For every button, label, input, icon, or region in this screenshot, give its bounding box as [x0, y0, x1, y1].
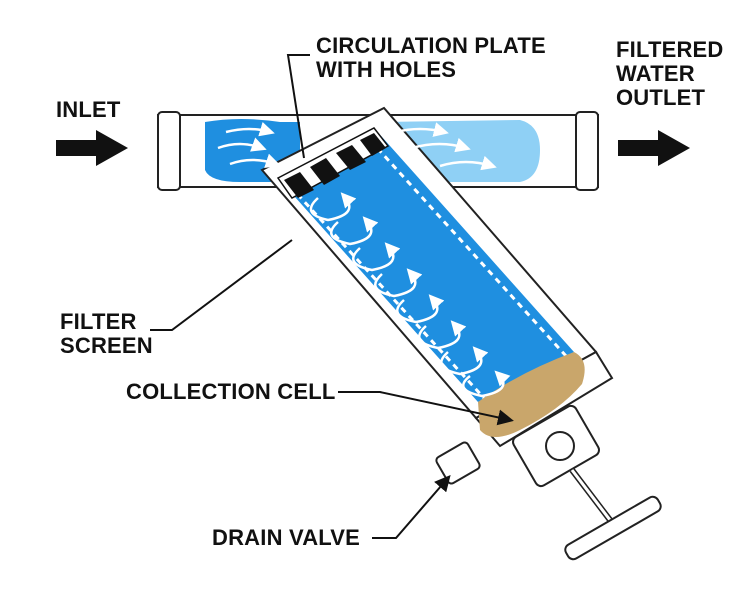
swirl-arrow-icon: [309, 192, 511, 398]
leader-circulation-plate: [286, 54, 310, 159]
inlet-arrow-icon: [56, 130, 128, 166]
inlet-label: INLET: [56, 97, 121, 122]
leader-filter-screen: [150, 239, 293, 331]
circulation-plate: [276, 127, 390, 199]
outlet-arrow-icon: [618, 130, 690, 166]
filter-screen-left: [288, 184, 486, 400]
outlet-label-line1: FILTERED: [616, 37, 724, 62]
circulation-plate-label-line1: CIRCULATION PLATE: [316, 33, 546, 58]
outlet-label-line3: OUTLET: [616, 85, 706, 110]
outlet-label-line2: WATER: [616, 61, 695, 86]
collection-cell-label: COLLECTION CELL: [126, 379, 336, 404]
filter-screen-label: FILTER SCREEN: [60, 310, 153, 358]
drain-valve-label: DRAIN VALVE: [212, 525, 361, 550]
leader-drain-valve: [372, 474, 451, 539]
filter-screen-label-line2: SCREEN: [60, 333, 153, 358]
filter-screen-right: [368, 138, 568, 358]
flow-arrow-icon: [217, 121, 497, 171]
drain-valve-assembly: [435, 404, 662, 561]
leader-collection-cell: [338, 391, 514, 426]
leader-lines: [150, 54, 514, 539]
circulation-plate-label-line2: WITH HOLES: [316, 57, 457, 82]
filter-screen-label-line1: FILTER: [60, 309, 137, 334]
circulation-plate-label: CIRCULATION PLATE WITH HOLES: [316, 34, 546, 82]
filtered-water-outlet-label: FILTERED WATER OUTLET: [616, 38, 724, 110]
